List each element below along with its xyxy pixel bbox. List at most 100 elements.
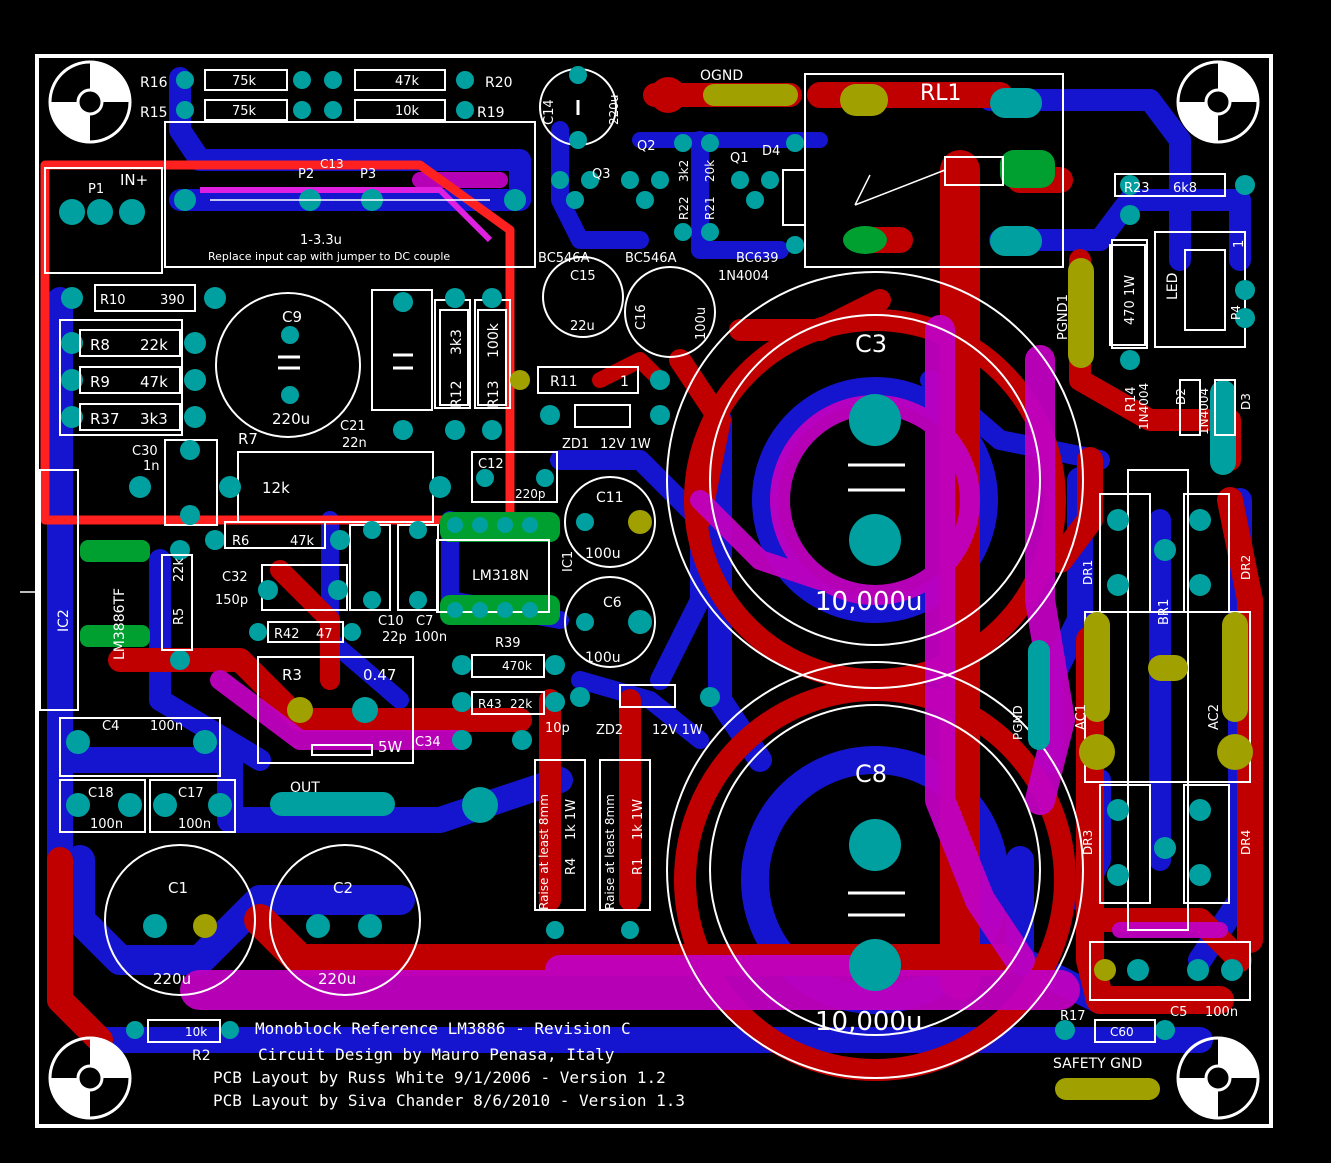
label-ic1: IC1: [561, 551, 576, 572]
silk-labels: R16 R15 75k 75k 47k 10k R20 R19 C14 220u…: [56, 68, 1253, 1072]
label-r8-value: 22k: [140, 336, 168, 354]
silk-wires: [20, 169, 946, 593]
r3-outline: [257, 656, 414, 764]
label-c9: C9: [282, 308, 302, 326]
label-c8-value: 10,000u: [815, 1007, 922, 1037]
r16-body: [204, 69, 288, 91]
label-r37-value: 3k3: [140, 410, 168, 428]
label-r4-value: 1k 1W: [564, 799, 579, 840]
r14-outline: [1111, 239, 1148, 349]
c3-outline-outer: [666, 271, 1084, 689]
label-r20: R20: [485, 75, 513, 91]
d4-body: [782, 169, 806, 226]
label-c6-value: 100u: [585, 650, 621, 666]
label-dr1: DR1: [1081, 560, 1095, 585]
label-r39-value: 470k: [502, 659, 532, 673]
label-br1: BR1: [1157, 599, 1172, 625]
label-input-cap-note: Replace input cap with jumper to DC coup…: [208, 250, 450, 263]
label-r9-value: 47k: [140, 373, 168, 391]
c9-outline: [215, 292, 361, 438]
label-r20-value: 47k: [395, 74, 420, 89]
label-ic2: IC2: [56, 609, 72, 632]
label-r39: R39: [495, 636, 521, 651]
c4-outline: [59, 717, 221, 777]
r13-body: [477, 309, 507, 406]
label-c16-value: 100u: [694, 307, 709, 340]
r10-body: [94, 284, 196, 312]
in-connector-outline: [44, 167, 163, 274]
r11-body: [537, 366, 639, 394]
label-c10: C10: [378, 614, 404, 629]
label-r21-value: 20k: [703, 160, 717, 182]
label-pgnd1: PGND1: [1056, 294, 1071, 340]
label-c30-value: 1n: [143, 459, 160, 474]
top-pads: [650, 77, 1253, 1100]
label-c14: C14: [542, 99, 557, 125]
label-c14-value: 220u: [607, 94, 621, 125]
r8-r9-r37-outline: [59, 319, 183, 436]
r23-body: [1114, 173, 1226, 197]
ic1-outline: [436, 539, 550, 613]
label-c21: C21: [340, 419, 366, 434]
r19-body: [354, 99, 446, 121]
label-zd1: ZD1: [562, 437, 589, 452]
r2-body: [147, 1019, 221, 1043]
r20-body: [354, 69, 446, 91]
label-c7: C7: [416, 614, 433, 629]
label-r15-value: 75k: [232, 104, 257, 119]
label-r4: R4: [564, 858, 579, 875]
label-zd2: ZD2: [596, 723, 623, 738]
r42-body: [267, 621, 344, 643]
r15-body: [204, 99, 288, 121]
rl1-coil: [944, 156, 1004, 186]
label-c9-value: 220u: [272, 410, 310, 428]
dr4-outline: [1183, 784, 1230, 904]
board-outline: [35, 54, 1273, 1128]
label-ic2-type: LM3886TF: [112, 588, 128, 660]
label-c8: C8: [855, 760, 887, 788]
label-c4-value: 100n: [150, 719, 183, 734]
c60-body: [1094, 1019, 1156, 1043]
r12-body: [439, 309, 469, 406]
c3-outline: [709, 314, 1041, 646]
label-r3-wattage: 5W: [378, 738, 403, 756]
label-d4-type: 1N4004: [718, 269, 769, 284]
c1-outline: [104, 844, 256, 996]
label-c3-value: 10,000u: [815, 587, 922, 617]
label-c16: C16: [634, 304, 649, 330]
label-c12-value: 220p: [515, 487, 546, 501]
label-c15-value: 22u: [570, 319, 595, 334]
label-c5: C5: [1170, 1005, 1187, 1020]
label-r21: R21: [703, 196, 717, 220]
c6-outline: [564, 576, 656, 668]
title-line-2: Circuit Design by Mauro Penasa, Italy: [258, 1045, 615, 1064]
label-in: IN+: [120, 171, 148, 189]
label-c10-value: 22p: [382, 630, 407, 645]
label-r43-value: 22k: [510, 697, 532, 711]
label-r16: R16: [140, 75, 168, 91]
label-c12: C12: [478, 457, 504, 472]
label-dr3: DR3: [1081, 830, 1095, 855]
zd2-body: [619, 684, 676, 708]
label-c4: C4: [102, 719, 119, 734]
label-r6: R6: [232, 534, 249, 549]
label-p4: P4: [1229, 305, 1243, 320]
r5-body: [161, 554, 193, 651]
c17-outline: [149, 779, 236, 833]
label-c60: C60: [1110, 1025, 1134, 1039]
title-line-3: PCB Layout by Russ White 9/1/2006 - Vers…: [213, 1068, 666, 1087]
label-r16-value: 75k: [232, 74, 257, 89]
label-c17: C17: [178, 786, 204, 801]
r37-body: [79, 403, 181, 431]
label-r10: R10: [100, 293, 126, 308]
br1-outline: [1127, 469, 1189, 931]
label-r11: R11: [550, 374, 578, 390]
label-zd1-value: 12V 1W: [600, 437, 651, 452]
label-r7-value: 12k: [262, 479, 290, 497]
capacitor-symbols: [278, 100, 905, 917]
label-c15: C15: [570, 269, 596, 284]
mounting-hole-icon: [48, 1036, 132, 1120]
label-c2: C2: [333, 879, 353, 897]
label-r9: R9: [90, 373, 110, 391]
label-q3-type: BC546A: [538, 251, 590, 266]
